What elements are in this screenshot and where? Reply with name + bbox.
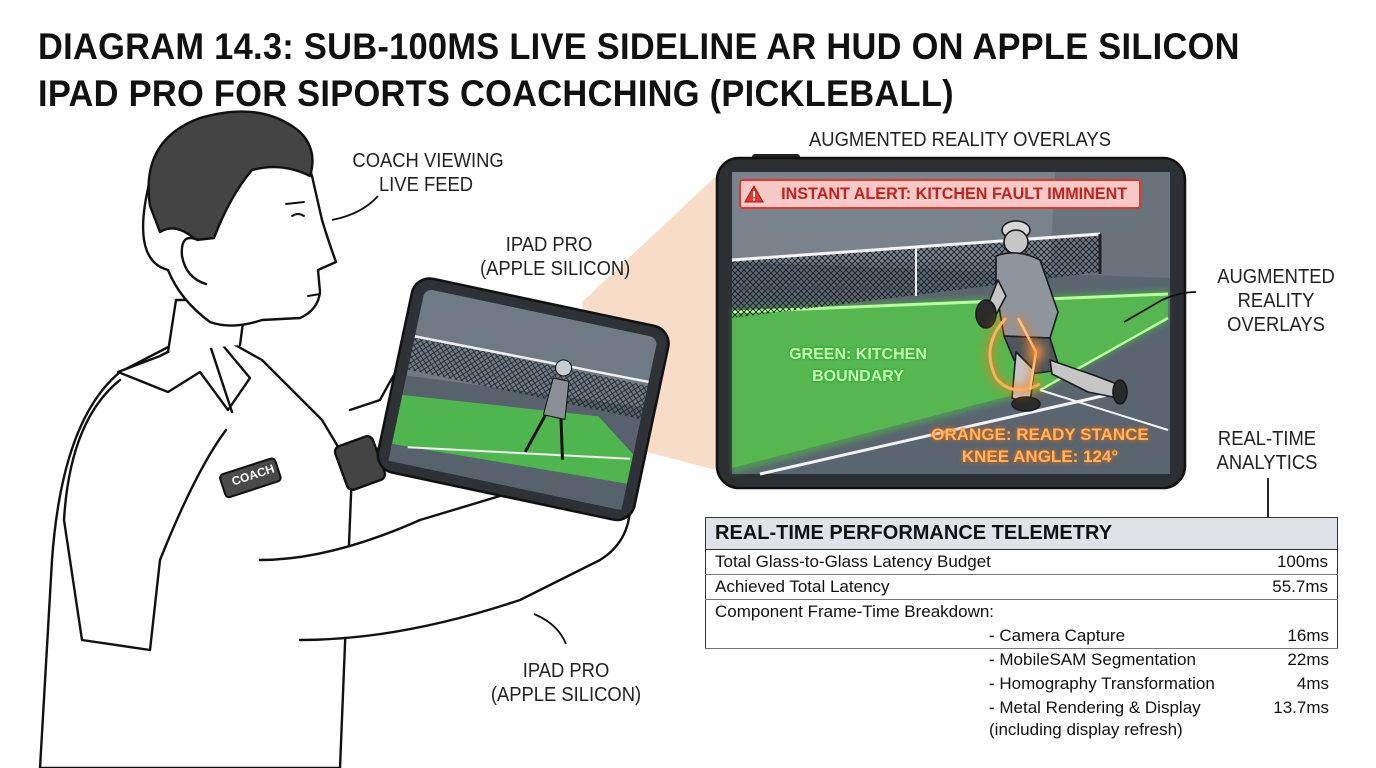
ar-side-label: AUGMENTED REALITY OVERLAYS: [1202, 265, 1349, 337]
breakdown-value: 13.7ms: [1273, 698, 1329, 717]
breakdown-title-row: Component Frame-Time Breakdown:: [706, 600, 1338, 625]
ready-stance-overlay-label: ORANGE: READY STANCE KNEE ANGLE: 124°: [928, 424, 1152, 468]
ar-side-label-line-2: REALITY: [1237, 290, 1315, 312]
green-label-line-1: GREEN: KITCHEN: [789, 346, 927, 363]
coach-label: COACH VIEWING LIVE FEED: [352, 149, 504, 197]
coach-badge: [219, 457, 282, 499]
row-value: 55.7ms: [1210, 574, 1338, 600]
breakdown-value: 22ms: [1287, 650, 1329, 669]
ipad-bottom-label-line-2: (APPLE SILICON): [490, 684, 642, 706]
orange-label-line-1: ORANGE: READY STANCE: [931, 425, 1149, 444]
breakdown-rows: - Camera Capture 16ms - MobileSAM Segmen…: [705, 624, 1338, 739]
hud-ipad: [715, 154, 1187, 490]
kitchen-boundary-overlay-label: GREEN: KITCHEN BOUNDARY: [778, 344, 938, 388]
green-label-line-2: BOUNDARY: [812, 368, 904, 385]
ipad-bottom-label-line-1: IPAD PRO: [522, 660, 610, 682]
orange-label-line-2: KNEE ANGLE: 124°: [961, 447, 1119, 466]
breakdown-value: 4ms: [1296, 674, 1329, 693]
analytics-label-line-1: REAL-TIME: [1217, 428, 1317, 450]
telemetry-table: REAL-TIME PERFORMANCE TELEMETRY Total Gl…: [705, 517, 1338, 739]
row-label: Total Glass-to-Glass Latency Budget: [705, 549, 1211, 575]
coach-figure: [38, 110, 632, 768]
ipad-top-label: IPAD PRO (APPLE SILICON): [480, 233, 631, 281]
ar-side-label-line-3: OVERLAYS: [1227, 314, 1325, 336]
ipad-top-label-line-1: IPAD PRO: [505, 234, 593, 256]
telemetry-header: REAL-TIME PERFORMANCE TELEMETRY: [705, 517, 1338, 550]
analytics-label: REAL-TIME ANALYTICS: [1198, 427, 1336, 475]
diagram-title-line-1: DIAGRAM 14.3: SUB-100MS LIVE SIDELINE AR…: [38, 26, 1240, 67]
breakdown-title: Component Frame-Time Breakdown:: [715, 602, 995, 621]
kitchen-fault-alert: INSTANT ALERT: KITCHEN FAULT IMMINENT: [739, 179, 1141, 209]
breakdown-label: - MobileSAM Segmentation: [989, 650, 1196, 669]
ipad-top-label-line-2: (APPLE SILICON): [480, 258, 631, 280]
analytics-label-line-2: ANALYTICS: [1216, 452, 1318, 474]
row-label: Achieved Total Latency: [705, 574, 1211, 600]
row-value: 100ms: [1210, 549, 1338, 575]
ar-side-label-line-1: AUGMENTED: [1217, 266, 1335, 288]
breakdown-label: - Camera Capture: [989, 626, 1126, 645]
coach-label-line-1: COACH VIEWING: [352, 150, 504, 172]
ar-top-label: AUGMENTED REALITY OVERLAYS: [809, 129, 1111, 151]
small-ipad: [376, 277, 670, 522]
diagram-title-line-2: IPAD PRO FOR SIPORTS COACHCHING (PICKLEB…: [38, 73, 954, 114]
table-row: Total Glass-to-Glass Latency Budget 100m…: [705, 549, 1338, 575]
warning-triangle-icon: [744, 185, 764, 203]
leader-lines: [331, 195, 1269, 645]
breakdown-value: 16ms: [1287, 626, 1329, 645]
alert-text: INSTANT ALERT: KITCHEN FAULT IMMINENT: [780, 184, 1128, 203]
table-row: Achieved Total Latency 55.7ms: [705, 574, 1338, 600]
breakdown-label: (including display refresh): [989, 720, 1183, 739]
ipad-bottom-label: IPAD PRO (APPLE SILICON): [491, 659, 642, 707]
breakdown-label: - Homography Transformation: [989, 674, 1215, 693]
breakdown-label: - Metal Rendering & Display: [989, 698, 1201, 717]
coach-label-line-2: LIVE FEED: [378, 174, 474, 196]
